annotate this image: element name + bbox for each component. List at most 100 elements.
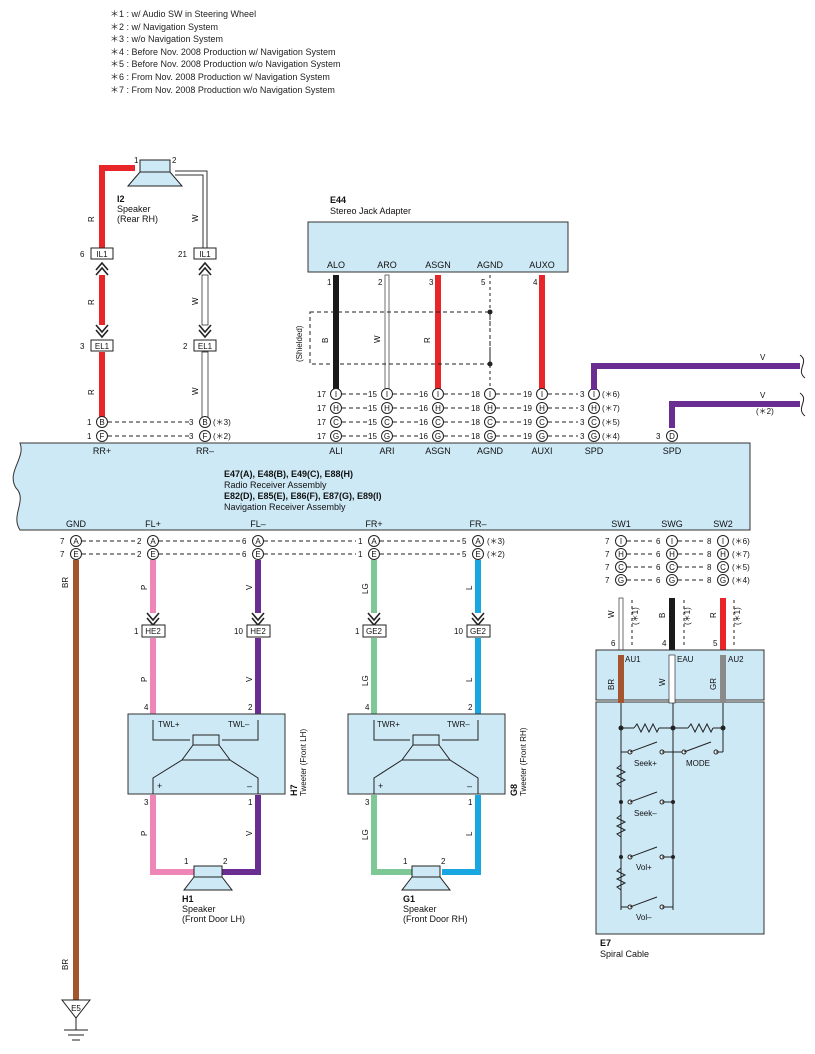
jack-pin-agnd: AGND xyxy=(477,260,504,270)
wire-label-br: BR xyxy=(607,679,616,690)
connector-letter: A xyxy=(150,537,156,546)
receiver-bottom-pins: GND FL+ FL– FR+ FR– SW1 SWG SW2 xyxy=(66,519,733,529)
wire-label-r: R xyxy=(87,216,96,222)
rear-speaker-icon xyxy=(126,159,184,187)
connector-pin: 16 xyxy=(419,432,428,441)
spiral-cable-lower xyxy=(595,701,765,935)
connector-letter: I xyxy=(489,390,491,399)
pin-label-fl-minus: FL– xyxy=(250,519,266,529)
wire-label-w: W xyxy=(373,335,382,343)
tweeter-rh-pin: 4 xyxy=(365,703,370,712)
connector-pin: 18 xyxy=(471,404,480,413)
tweeter-rh-pin: 3 xyxy=(365,798,370,807)
spd2-connector: D 3 (＊2) xyxy=(656,407,774,442)
connector-pin: 8 xyxy=(707,537,712,546)
footnote: ＊2 : w/ Navigation System xyxy=(110,21,219,32)
star1-note: (＊1) xyxy=(733,607,742,625)
spiral-pin-number: 6 xyxy=(611,639,616,648)
connector-pin: 1 xyxy=(358,537,363,546)
stereo-jack-box xyxy=(307,221,569,273)
rr-row-2: 1 F 3 F (＊2) xyxy=(87,430,231,442)
connector-letter: G xyxy=(384,432,390,441)
pin-label-fr-minus: FR– xyxy=(469,519,486,529)
connector-letter: E xyxy=(73,550,78,559)
switch-vol-plus: Vol+ xyxy=(636,863,652,872)
spiral-cable-code: E7 xyxy=(600,938,611,948)
rr-pin: 3 xyxy=(189,432,194,441)
he2-label: HE2 xyxy=(145,627,161,636)
tweeter-lh-pin: 1 xyxy=(248,798,253,807)
pin-label-spd-2: SPD xyxy=(663,446,682,456)
connector-pin: 7 xyxy=(605,563,610,572)
connector-letter: E xyxy=(150,550,155,559)
front-rh-speaker-code: G1 xyxy=(403,894,415,904)
connector-pin: 18 xyxy=(471,432,480,441)
receiver-title-2: E82(D), E85(E), E86(F), E87(G), E89(I) xyxy=(224,491,382,501)
connector-pin: 5 xyxy=(462,550,467,559)
front-lh-wires xyxy=(150,560,261,875)
tweeter-rh-name: Tweeter (Front RH) xyxy=(519,727,528,796)
connector-el1 xyxy=(90,324,217,352)
connector-pin: 19 xyxy=(523,390,532,399)
ground-label: E5 xyxy=(71,1004,81,1013)
connector-pin: 17 xyxy=(317,404,326,413)
connector-pin: 19 xyxy=(523,432,532,441)
connector-pin: 2 xyxy=(137,537,142,546)
connector-pin: 6 xyxy=(656,576,661,585)
stereo-jack-code: E44 xyxy=(330,195,346,205)
front-lh-speaker-pin: 2 xyxy=(223,857,228,866)
jack-pin-number: 5 xyxy=(481,278,486,287)
connector-pin: 19 xyxy=(523,418,532,427)
connector-letter: I xyxy=(541,390,543,399)
ge2-label: GE2 xyxy=(470,627,487,636)
front-lh-speaker-pin: 1 xyxy=(184,857,189,866)
connector-note: (＊3) xyxy=(487,537,505,546)
switch-vol-minus: Vol– xyxy=(636,913,652,922)
wire-label-l: L xyxy=(465,831,474,836)
rr-note: (＊3) xyxy=(213,418,231,427)
wire-label-lg: LG xyxy=(361,583,370,594)
switch-mode: MODE xyxy=(686,759,710,768)
rr-pin: 3 xyxy=(189,418,194,427)
connector-letter: H xyxy=(591,404,597,413)
wire-label-b: B xyxy=(321,338,330,343)
connector-letter: H xyxy=(539,404,545,413)
rr-letter: F xyxy=(100,432,105,441)
connector-pin: 7 xyxy=(605,550,610,559)
connector-pin: 18 xyxy=(471,390,480,399)
tweeter-lh-minus: TWL– xyxy=(228,720,250,729)
connector-letter: I xyxy=(593,390,595,399)
footnote: ＊6 : From Nov. 2008 Production w/ Naviga… xyxy=(110,71,330,82)
wire-label-l: L xyxy=(465,677,474,682)
tweeter-lh-pin: 4 xyxy=(144,703,149,712)
connector-note: (＊6) xyxy=(602,390,620,399)
jack-pin-number: 1 xyxy=(327,278,332,287)
el1-label: EL1 xyxy=(95,342,110,351)
il1-label: IL1 xyxy=(199,250,211,259)
pin-label-ali: ALI xyxy=(329,446,343,456)
shielded-label: (Shielded) xyxy=(295,325,304,362)
sw-wires xyxy=(618,597,735,651)
pin-label-asgn: ASGN xyxy=(425,446,451,456)
tweeter-rh-sign-plus: + xyxy=(378,781,383,791)
rear-speaker-name: Speaker xyxy=(117,204,151,214)
receiver-top-pins: RR+ RR– ALI ARI ASGN AGND AUXI SPD SPD xyxy=(93,446,682,456)
el1-pin-r: 3 xyxy=(80,342,85,351)
spiral-pin-number: 4 xyxy=(662,639,667,648)
connector-letter: C xyxy=(720,563,726,572)
tweeter-rh-pin: 1 xyxy=(468,798,473,807)
connector-pin: 16 xyxy=(419,404,428,413)
connector-pin: 1 xyxy=(358,550,363,559)
connector-il1 xyxy=(90,247,217,276)
el1-label: EL1 xyxy=(198,342,213,351)
connector-pin: 6 xyxy=(656,537,661,546)
connector-pin: 15 xyxy=(368,404,377,413)
wire-label-r: R xyxy=(423,337,432,343)
connector-letter: E xyxy=(255,550,260,559)
rr-letter: B xyxy=(202,418,207,427)
